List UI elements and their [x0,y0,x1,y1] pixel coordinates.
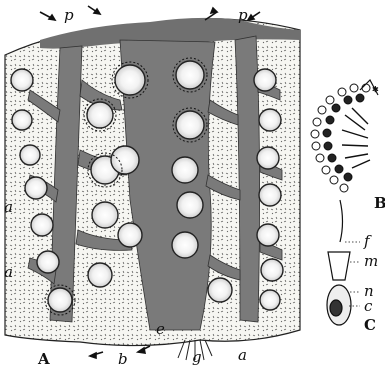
crescent-rays [342,108,370,168]
label-a-lower: a [4,265,13,280]
flagellum [340,200,343,242]
label-f: f [364,234,370,249]
figure-a [5,6,300,360]
label-fig-A: A [38,352,50,367]
label-e: e [156,322,165,337]
collar [328,252,350,280]
figure-c [327,200,360,325]
svg-text:✶: ✶ [372,85,379,94]
label-m: m [364,254,378,269]
label-b: b [118,352,128,367]
label-a-upper: a [4,200,13,215]
label-p-right: p [238,8,248,23]
label-fig-C: C [364,318,376,333]
label-g: g [192,350,202,365]
label-fig-B: B [374,196,385,211]
figure-b: ✶ [311,80,379,192]
label-a-bottom: a [238,348,247,363]
nucleus [330,300,342,316]
label-p-left: p [64,8,74,23]
label-c: c [364,299,372,314]
